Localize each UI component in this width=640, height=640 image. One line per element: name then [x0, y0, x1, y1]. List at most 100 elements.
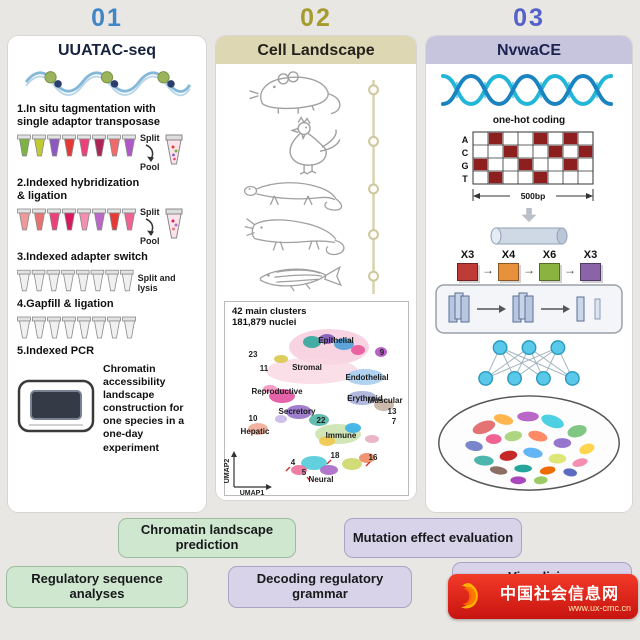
- cluster-label: Reproductive: [251, 387, 303, 396]
- arrow-right-icon: →: [482, 263, 494, 277]
- pcr-strip-colored-2: [17, 208, 136, 231]
- conv-block-4: X3: [580, 249, 601, 281]
- step-4: 4.Gapfill & ligation: [17, 297, 114, 310]
- split-label: Split: [140, 132, 160, 143]
- umap-ylabel: UMAP2: [224, 459, 231, 484]
- sequencer-icon: [17, 379, 95, 433]
- one-hot-matrix: A C G T 500bp: [461, 131, 594, 201]
- split-label: Split: [140, 206, 160, 217]
- multiplier-label: X4: [501, 249, 516, 261]
- cluster-label: Epithelial: [318, 336, 354, 345]
- panel-cell-landscape: Cell Landscape: [216, 36, 416, 500]
- multiplier-label: X6: [542, 249, 557, 261]
- pool-label: Pool: [140, 161, 160, 172]
- panel3-title: NvwaCE: [426, 36, 632, 64]
- watermark-site-url: www.ux-cmc.cn: [568, 603, 631, 613]
- cluster-number: 4: [290, 458, 295, 467]
- chromatin-fiber-illustration: [24, 71, 192, 97]
- conv-block-2: X4: [498, 249, 519, 281]
- gecko-illustration: [243, 182, 342, 211]
- conv-block-1: X3: [457, 249, 478, 281]
- cluster-label: Immune: [325, 431, 356, 440]
- cluster-number: 13: [387, 407, 396, 416]
- base-label: C: [462, 148, 469, 158]
- split-pool-row-1: Split Pool: [17, 132, 197, 172]
- cnn-layers-box: [435, 284, 623, 334]
- cluster-number: 18: [330, 451, 339, 460]
- chicken-illustration: [288, 116, 340, 175]
- cluster-label: Erythroid: [347, 394, 383, 403]
- bp-length-label: 500bp: [521, 191, 546, 201]
- conv-block-red-icon: [457, 263, 478, 281]
- conv-block-orange-icon: [498, 263, 519, 281]
- split-arrow-icon: [145, 144, 154, 162]
- flame-logo-icon: [461, 582, 478, 608]
- box-regulatory-sequence-analyses: Regulatory sequence analyses: [6, 566, 188, 608]
- base-label: T: [462, 174, 468, 184]
- box-chromatin-landscape-prediction: Chromatin landscape prediction: [118, 518, 296, 558]
- panel1-title: UUATAC-seq: [57, 42, 157, 59]
- split-pool-row-2: Split Pool: [17, 206, 197, 246]
- site-watermark: 中国社会信息网 www.ux-cmc.cn: [448, 574, 638, 619]
- arrow-right-icon: →: [564, 263, 576, 277]
- umap-cluster-plot: 42 main clusters 181,879 nuclei Epitheli…: [223, 301, 409, 496]
- split-arrow-icon: [145, 218, 154, 236]
- pcr-strip-colored-1: [17, 134, 136, 157]
- experiment-note: Chromatin accessibility landscape constr…: [103, 362, 185, 454]
- umap-title-line2: 181,879 nuclei: [232, 317, 296, 328]
- cluster-label: Neural: [308, 475, 333, 484]
- conv-block-3: X6: [539, 249, 560, 281]
- split-lysis-label: Split and lysis: [137, 272, 176, 293]
- down-arrow-icon: [521, 208, 537, 223]
- cluster-number: 23: [248, 350, 257, 359]
- cluster-label: Hepatic: [240, 427, 269, 436]
- cluster-label: Endothelial: [345, 373, 388, 382]
- step-5: 5.Indexed PCR: [17, 344, 95, 357]
- step-3: 3.Indexed adapter switch: [17, 250, 148, 263]
- conv-multiplier-row: X3 → X4 → X6 → X3: [457, 249, 601, 281]
- panel3-number: 03: [513, 4, 545, 32]
- cluster-label: Stromal: [292, 363, 322, 372]
- umap-xlabel: UMAP1: [239, 490, 264, 496]
- axolotl-illustration: [243, 218, 345, 256]
- cluster-number: 7: [391, 417, 396, 426]
- arrow-right-icon: →: [523, 263, 535, 277]
- neural-network-illustration: [478, 340, 580, 386]
- collection-tube-icon: [165, 134, 182, 165]
- step-2: 2.Indexed hybridization& ligation: [17, 176, 140, 202]
- cluster-number: 9: [379, 348, 384, 357]
- onehot-coding-label: one-hot coding: [492, 115, 566, 126]
- embedding-cylinder-icon: [490, 227, 568, 245]
- cluster-number: 16: [368, 453, 377, 462]
- pcr-strip-plain-1: [17, 269, 134, 292]
- collection-tube-icon: [165, 208, 182, 239]
- panel1-number: 01: [91, 4, 123, 32]
- cluster-number: 5: [301, 468, 306, 477]
- watermark-site-name: 中国社会信息网: [499, 586, 619, 603]
- zebrafish-illustration: [259, 265, 342, 292]
- base-label: G: [461, 161, 468, 171]
- box-mutation-effect-evaluation: Mutation effect evaluation: [344, 518, 522, 558]
- species-column-illustration: [243, 71, 379, 295]
- conv-block-green-icon: [539, 263, 560, 281]
- panel-nvwace: NvwaCE one-hot coding A C G T: [426, 36, 632, 512]
- split-lysis-row: Split and lysis: [17, 269, 197, 293]
- mouse-illustration: [248, 71, 340, 115]
- predicted-cell-atlas-oval: [438, 395, 620, 491]
- pool-label: Pool: [140, 235, 160, 246]
- cluster-number: 10: [248, 414, 257, 423]
- umap-title-line1: 42 main clusters: [232, 306, 306, 317]
- base-label: A: [462, 135, 469, 145]
- panel2-title: Cell Landscape: [216, 36, 416, 64]
- conv-block-purple-icon: [580, 263, 601, 281]
- box-decoding-regulatory-grammar: Decoding regulatory grammar: [228, 566, 412, 608]
- cluster-label: Muscular: [367, 396, 402, 405]
- multiplier-label: X3: [583, 249, 598, 261]
- cluster-label: Secretory: [278, 407, 315, 416]
- cluster-number: 22: [316, 416, 325, 425]
- dna-helix-illustration: [441, 73, 613, 107]
- panel2-number: 02: [300, 4, 332, 32]
